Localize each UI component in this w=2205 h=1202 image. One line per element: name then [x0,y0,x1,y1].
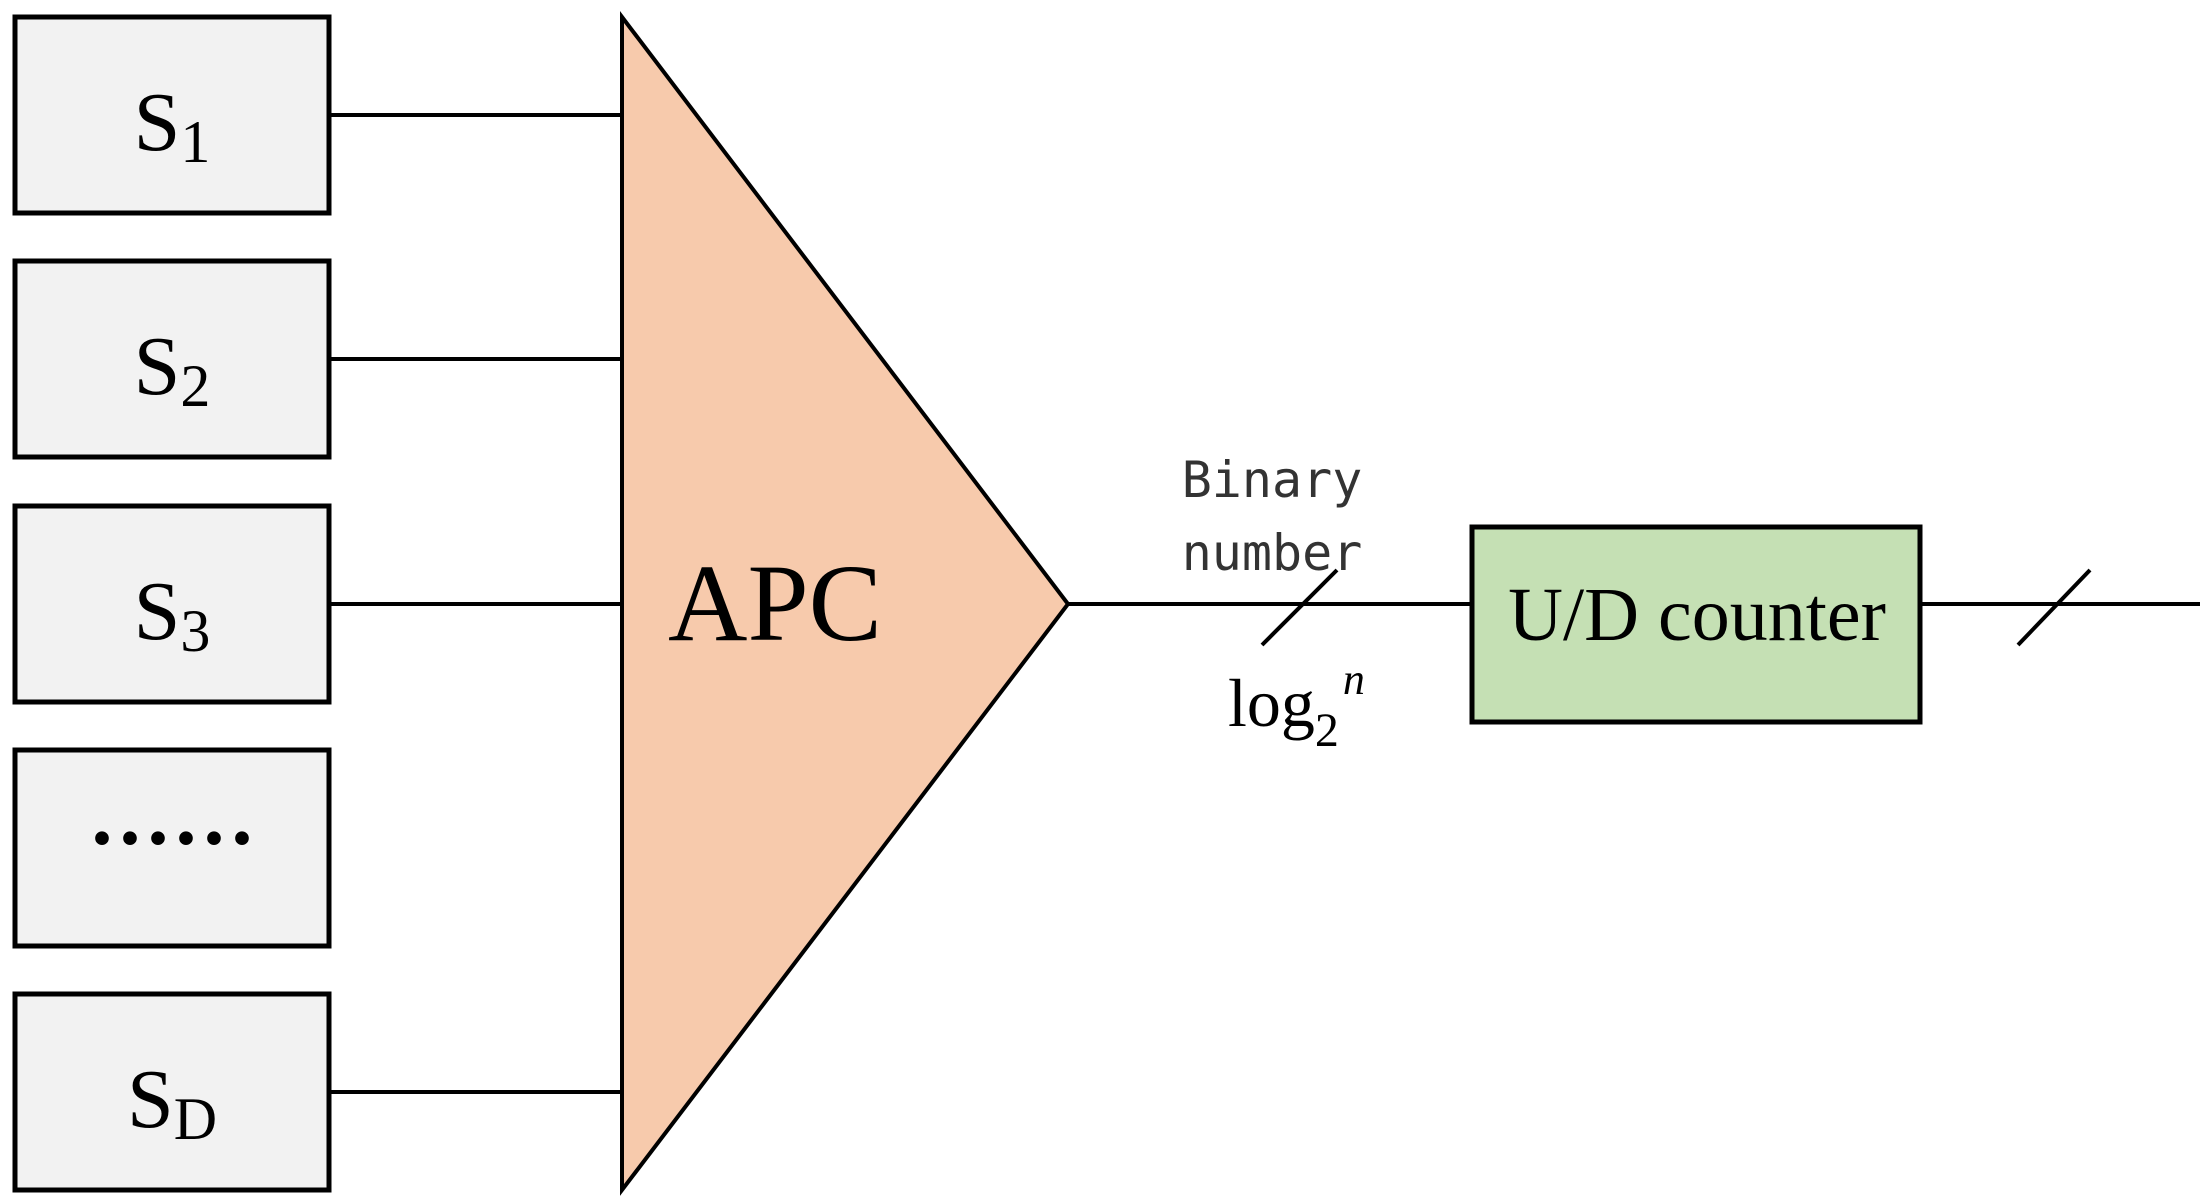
input-box-sd: SD [12,991,332,1193]
bus-width-slash [1260,568,1339,647]
input-subscript: 3 [180,598,210,664]
bus-label-line2: number [1182,524,1363,582]
input-box-ellipsis: ······ [12,747,332,949]
input-box-s1: S1 [12,14,332,216]
ud-counter-block: U/D counter [1469,524,1923,725]
width-superscript: n [1343,655,1365,704]
input-label: S [134,76,181,169]
input-box-s2: S2 [12,258,332,460]
svg-text:S1: S1 [134,76,211,175]
svg-text:S3: S3 [134,565,211,664]
apc-block: APC [620,11,1071,1196]
ellipsis-label: ······ [88,792,256,885]
width-subscript: 2 [1315,704,1339,757]
input-label: S [134,565,181,658]
input-subscript: 2 [180,353,210,419]
input-label: S [127,1053,174,1146]
bus-width-label: log2n [1228,655,1365,757]
input-subscript: 1 [180,109,210,175]
output-width-slash [2016,568,2092,647]
width-base: log [1228,665,1315,741]
input-subscript: D [174,1086,217,1152]
input-box-s3: S3 [12,503,332,705]
input-label: S [134,320,181,413]
apc-label: APC [668,542,882,664]
svg-text:SD: SD [127,1053,217,1152]
bus-label-line1: Binary [1182,451,1363,509]
counter-label: U/D counter [1508,573,1886,657]
svg-text:S2: S2 [134,320,211,419]
